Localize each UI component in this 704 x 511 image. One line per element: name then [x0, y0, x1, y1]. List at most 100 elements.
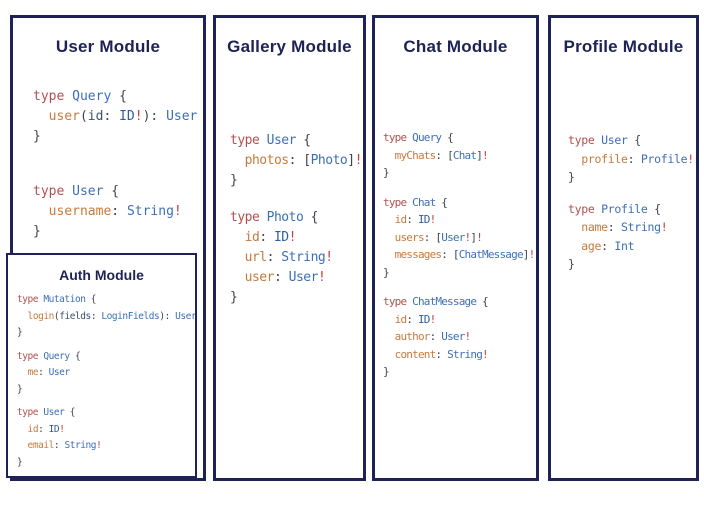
code-token: : [ — [435, 148, 453, 162]
code-token — [383, 231, 395, 244]
code-token: ] — [470, 230, 477, 244]
code-token: User — [48, 367, 71, 378]
code-token: fields — [59, 310, 91, 322]
code-snippet-user: type Query { user(id: ID!): User} type Us… — [13, 87, 203, 242]
code-token: : — [406, 312, 418, 326]
code-line: user(id: ID!): User — [33, 107, 203, 127]
code-snippet-auth: type Mutation { login(fields: LoginField… — [8, 292, 195, 471]
code-line: } — [568, 255, 696, 274]
code-token: ] — [476, 148, 483, 162]
code-token: : — [435, 347, 448, 361]
code-line: login(fields: LoginFields): User — [17, 309, 195, 326]
code-line: } — [230, 171, 363, 191]
code-line: photos: [Photo]! — [230, 151, 363, 171]
code-token: type — [568, 133, 602, 147]
code-token: User — [441, 230, 465, 244]
code-line: type User { — [33, 182, 203, 202]
code-token: ): — [142, 109, 167, 124]
code-token — [230, 270, 245, 285]
code-token: : — [259, 230, 274, 245]
code-line: age: Int — [568, 237, 696, 256]
code-token: } — [33, 129, 41, 144]
code-token: ! — [528, 248, 536, 261]
code-token: ! — [59, 423, 65, 435]
panel-title-user: User Module — [55, 37, 161, 56]
code-line: user: User! — [230, 268, 363, 288]
code-line: content: String! — [383, 346, 536, 364]
code-line: type Chat { — [383, 194, 536, 212]
code-line: type Query { — [383, 129, 536, 147]
code-token: : — [406, 213, 418, 226]
code-block: type User { username: String!} — [33, 182, 203, 242]
code-token: : — [627, 151, 641, 166]
code-line: me: User — [17, 365, 195, 382]
code-line: type Photo { — [230, 208, 363, 228]
code-token: Query — [412, 131, 448, 144]
code-token: : — [53, 440, 65, 451]
code-token: Profile — [601, 201, 655, 216]
code-line: id: ID! — [383, 211, 536, 229]
code-token: { — [654, 201, 661, 216]
code-line: profile: Profile! — [568, 150, 696, 169]
code-token: } — [230, 173, 238, 188]
code-token — [383, 313, 395, 326]
code-token: { — [119, 89, 127, 104]
code-token: Photo — [266, 210, 311, 225]
code-token: : — [266, 250, 282, 265]
code-token: type — [230, 133, 267, 148]
code-token — [383, 213, 395, 226]
code-token: ( — [79, 109, 88, 124]
code-snippet-chat: type Query { myChats: [Chat]!} type Chat … — [375, 129, 536, 381]
code-block: type Profile { name: String! age: Int} — [568, 200, 696, 274]
code-line: type User { — [568, 131, 696, 150]
code-token — [383, 149, 395, 162]
code-line: type Profile { — [568, 200, 696, 219]
code-token: age — [581, 238, 602, 253]
code-token: : — [90, 310, 102, 322]
code-line: email: String! — [17, 438, 195, 455]
code-token: String — [126, 204, 174, 219]
code-token — [33, 204, 49, 219]
code-block: type User { profile: Profile!} — [568, 131, 696, 187]
code-token: users — [394, 230, 425, 244]
code-token: login — [27, 310, 55, 322]
code-block: type Query { me: User} — [17, 349, 195, 399]
code-token: type — [17, 294, 44, 305]
code-token: ! — [429, 213, 437, 226]
code-token — [568, 220, 581, 234]
code-token — [383, 348, 395, 361]
code-token: : [ — [288, 153, 311, 168]
code-line: name: String! — [568, 218, 696, 237]
code-token: id — [87, 109, 104, 124]
code-token: ! — [687, 151, 694, 166]
code-token: User — [72, 184, 112, 199]
code-line: type Mutation { — [17, 292, 195, 309]
code-token: } — [568, 257, 575, 271]
code-token: } — [17, 456, 23, 468]
code-block: type Query { user(id: ID!): User} — [33, 87, 203, 147]
code-line: type User { — [17, 405, 195, 422]
code-block: type ChatMessage { id: ID! author: User!… — [383, 293, 536, 381]
code-token: ID — [417, 312, 430, 326]
code-line: url: String! — [230, 248, 363, 268]
code-line: type ChatMessage { — [383, 293, 536, 311]
code-token: ChatMessage — [412, 295, 482, 308]
code-token: myChats — [394, 148, 437, 162]
code-token: ! — [464, 230, 472, 244]
code-token: messages — [394, 248, 442, 261]
code-token — [230, 230, 245, 245]
code-block: type User { photos: [Photo]!} — [230, 131, 363, 191]
code-token: type — [383, 295, 413, 308]
code-line: author: User! — [383, 328, 536, 346]
code-token: String — [447, 347, 483, 361]
code-token: Chat — [452, 148, 477, 162]
code-token: } — [383, 265, 390, 279]
code-token — [568, 152, 581, 166]
code-token: id — [394, 312, 407, 326]
code-token: email — [27, 440, 55, 451]
code-token: } — [383, 365, 390, 378]
code-token: ! — [482, 347, 489, 361]
code-token: ! — [288, 230, 297, 245]
code-token — [17, 311, 28, 322]
